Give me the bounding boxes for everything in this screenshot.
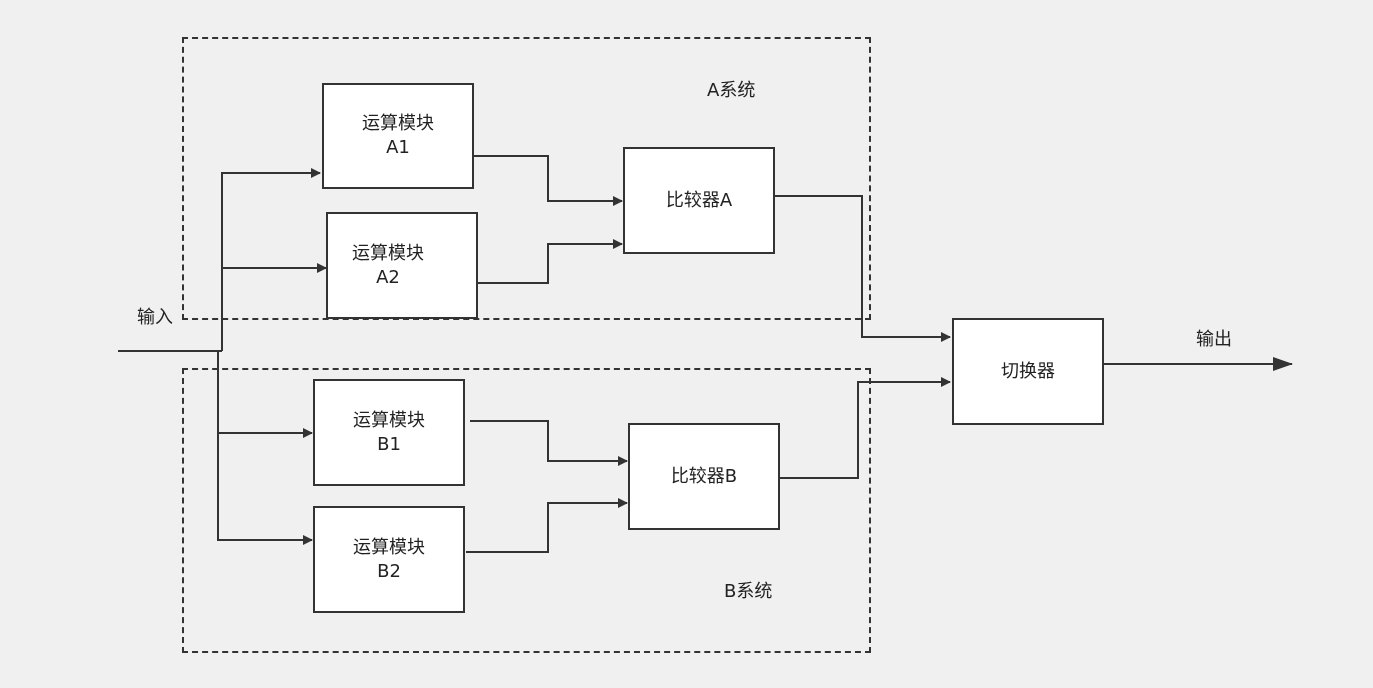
wire-input-to-b1 bbox=[217, 351, 313, 545]
wire-b1-to-comparator-b bbox=[470, 420, 628, 466]
wire-a1-to-comparator-a bbox=[473, 155, 623, 206]
system-a-label: A系统 bbox=[707, 80, 756, 101]
module-b1: 运算模块 B1 bbox=[313, 379, 465, 486]
comparator-a: 比较器A bbox=[623, 147, 775, 254]
module-a2: 运算模块 A2 bbox=[326, 212, 478, 319]
wire-a2-to-comparator-a bbox=[470, 239, 623, 284]
module-a1: 运算模块 A1 bbox=[322, 83, 474, 189]
system-b-group bbox=[182, 368, 871, 653]
system-b-label: B系统 bbox=[724, 581, 773, 602]
wire-comparator-a-to-switcher bbox=[773, 195, 951, 342]
module-b2: 运算模块 B2 bbox=[313, 506, 465, 613]
output-label: 输出 bbox=[1196, 329, 1232, 350]
module-b2-name: 运算模块 bbox=[353, 536, 425, 558]
module-a1-name: 运算模块 bbox=[362, 113, 434, 134]
wire-b2-to-comparator-b bbox=[466, 498, 628, 553]
comparator-b: 比较器B bbox=[628, 423, 780, 530]
comparator-a-label: 比较器A bbox=[665, 189, 733, 211]
wire-comparator-b-to-switcher bbox=[764, 377, 951, 479]
system-a-group bbox=[182, 37, 871, 320]
module-b1-name: 运算模块 bbox=[353, 409, 425, 431]
module-a2-name: 运算模块 bbox=[352, 242, 424, 264]
module-a2-id: A2 bbox=[376, 266, 400, 288]
module-a1-id: A1 bbox=[386, 137, 410, 158]
comparator-b-label: 比较器B bbox=[670, 465, 738, 487]
switcher: 切换器 bbox=[952, 318, 1104, 425]
module-b1-id: B1 bbox=[377, 433, 401, 455]
wire-input-to-a1 bbox=[221, 168, 321, 351]
switcher-label: 切换器 bbox=[1001, 360, 1055, 382]
module-b2-id: B2 bbox=[377, 560, 401, 582]
input-label: 输入 bbox=[137, 307, 173, 328]
